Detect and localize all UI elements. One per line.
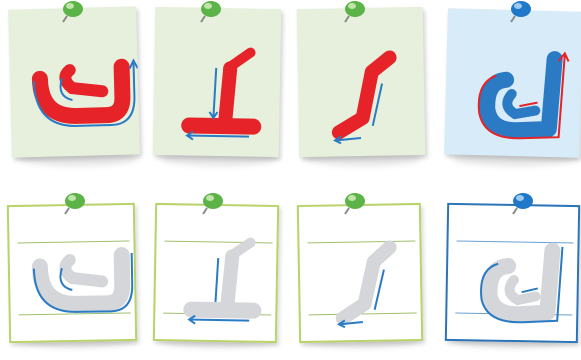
- letter-kaf-final-red-blue-icon: [444, 8, 581, 157]
- note-card-green: [297, 7, 426, 157]
- green-pin-icon: [58, 0, 84, 24]
- blue-pin-icon: [506, 0, 532, 24]
- letter-kaf-medial-red-icon: [153, 7, 282, 157]
- green-pin-icon: [196, 0, 222, 24]
- blue-pin-icon: [508, 192, 534, 216]
- letter-kaf-medial-trace-icon: [155, 205, 281, 345]
- note-card-green: [153, 7, 282, 157]
- green-pin-icon: [198, 192, 224, 216]
- letter-kaf-ligature-trace-icon: [9, 205, 139, 345]
- green-pin-icon: [60, 192, 86, 216]
- letter-kaf-isolated-red-icon: [297, 7, 426, 157]
- green-pin-icon: [340, 0, 366, 24]
- tracing-card-green: [297, 203, 423, 343]
- tracing-card-green: [153, 203, 279, 343]
- tracing-card-blue: [445, 203, 580, 343]
- letter-kaf-ligature-red-icon: [8, 6, 140, 157]
- tracing-card-green: [7, 203, 137, 343]
- letter-kaf-isolated-trace-icon: [299, 205, 425, 345]
- letter-kaf-final-trace-icon: [447, 205, 581, 345]
- green-pin-icon: [340, 192, 366, 216]
- note-card-green: [8, 6, 140, 157]
- note-card-blue: [444, 8, 581, 157]
